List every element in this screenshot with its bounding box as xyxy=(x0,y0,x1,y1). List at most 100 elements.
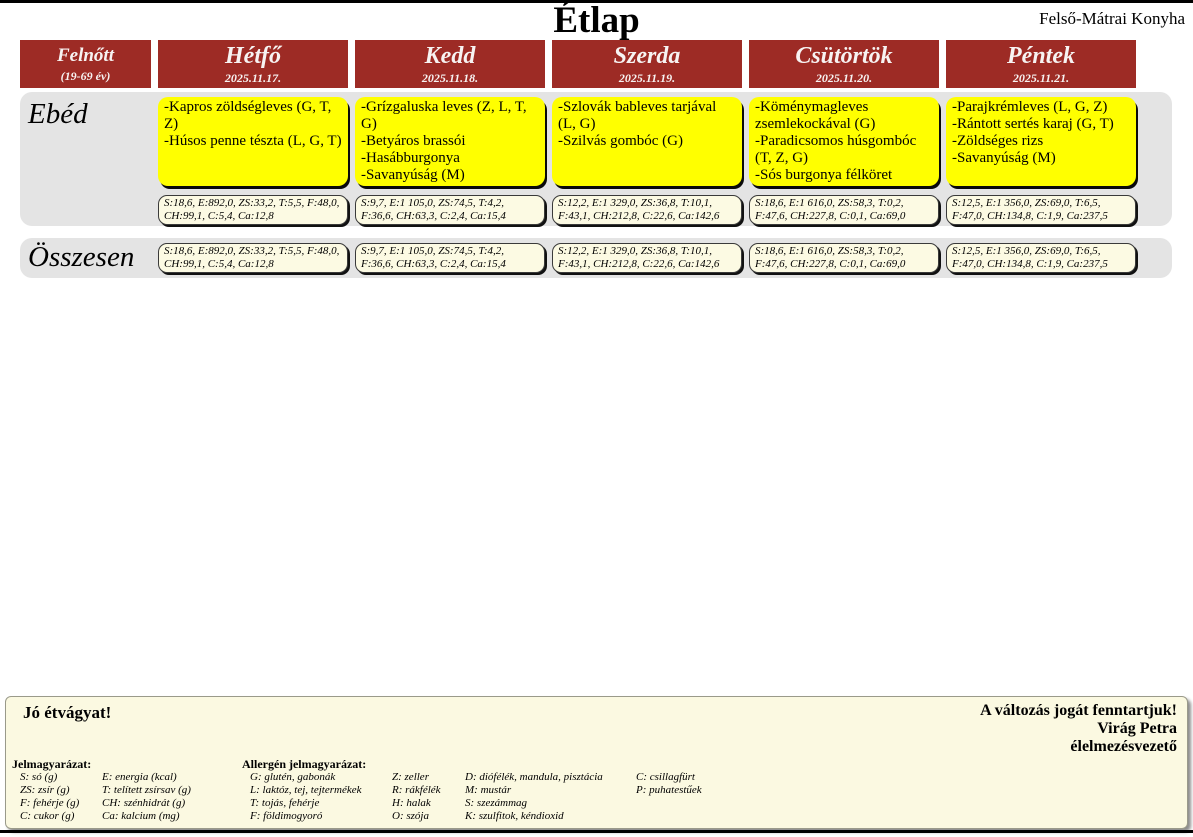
lunch-cell-tuesday: -Grízgaluska leves (Z, L, T, G) -Betyáro… xyxy=(355,92,545,226)
legend-entry: Ca: kalcium (mg) xyxy=(102,810,180,822)
lunch-cell-wednesday: -Szlovák bableves tarjával (L, G) -Szilv… xyxy=(552,92,742,226)
menu-item: -Hasábburgonya xyxy=(361,150,460,166)
allergen-legend-title: Allergén jelmagyarázat: xyxy=(242,757,367,771)
legend-entry: P: puhatestűek xyxy=(636,784,702,796)
legend-entry: O: szója xyxy=(392,810,429,822)
signature-role: élelmezésvezető xyxy=(1070,738,1177,755)
total-nutrition-box-tuesday: S:9,7, E:1 105,0, ZS:74,5, T:4,2, F:36,6… xyxy=(355,243,545,273)
legend-entry: D: diófélék, mandula, pisztácia xyxy=(465,771,603,783)
signature-name: Virág Petra xyxy=(1097,720,1177,737)
day-date: 2025.11.20. xyxy=(815,71,873,85)
day-header-row: Felnőtt (19-69 év) Hétfő 2025.11.17. Ked… xyxy=(20,40,1136,88)
legend-entry: C: csillagfürt xyxy=(636,771,695,783)
age-group-header: Felnőtt (19-69 év) xyxy=(20,40,151,88)
age-group-range: (19-69 év) xyxy=(60,69,111,83)
legend-entry: T: tojás, fehérje xyxy=(250,797,320,809)
day-header-tuesday: Kedd 2025.11.18. xyxy=(355,40,545,88)
rights-text: A változás jogát fenntartjuk! xyxy=(980,702,1177,719)
bottom-border-line xyxy=(0,830,1193,833)
menu-box-friday: -Parajkrémleves (L, G, Z) -Rántott serté… xyxy=(946,97,1136,186)
legend-entry: K: szulfitok, kéndioxid xyxy=(465,810,564,822)
age-group-label: Felnőtt xyxy=(56,45,114,66)
legend-entry: T: telített zsírsav (g) xyxy=(102,784,191,796)
day-date: 2025.11.21. xyxy=(1012,71,1070,85)
day-header-thursday: Csütörtök 2025.11.20. xyxy=(749,40,939,88)
day-date: 2025.11.19. xyxy=(618,71,676,85)
nutrition-box-monday: S:18,6, E:892,0, ZS:33,2, T:5,5, F:48,0,… xyxy=(158,195,348,225)
day-name: Csütörtök xyxy=(795,43,893,69)
menu-item: -Parajkrémleves (L, G, Z) xyxy=(952,99,1108,115)
lunch-cell-friday: -Parajkrémleves (L, G, Z) -Rántott serté… xyxy=(946,92,1136,226)
legend-entry: M: mustár xyxy=(465,784,512,796)
nutrition-box-tuesday: S:9,7, E:1 105,0, ZS:74,5, T:4,2, F:36,6… xyxy=(355,195,545,225)
menu-item: -Grízgaluska leves (Z, L, T, G) xyxy=(361,99,527,132)
legend-entry: G: glutén, gabonák xyxy=(250,771,336,783)
menu-item: -Rántott sertés karaj (G, T) xyxy=(952,116,1114,132)
total-nutrition-box-wednesday: S:12,2, E:1 329,0, ZS:36,8, T:10,1, F:43… xyxy=(552,243,742,273)
legend-entry: ZS: zsír (g) xyxy=(20,784,70,796)
allergen-column: C: csillagfürt P: puhatestűek xyxy=(628,771,756,823)
allergen-column: Z: zeller R: rákfélék H: halak O: szója xyxy=(384,771,457,823)
day-header-friday: Péntek 2025.11.21. xyxy=(946,40,1136,88)
menu-item: -Köménymagleves zsemlekockával (G) xyxy=(755,99,876,132)
day-date: 2025.11.18. xyxy=(421,71,479,85)
legend-entry: H: halak xyxy=(392,797,431,809)
legend-entry: F: földimogyoró xyxy=(250,810,323,822)
rights-block: A változás jogát fenntartjuk! Virág Petr… xyxy=(980,702,1177,756)
day-header-monday: Hétfő 2025.11.17. xyxy=(158,40,348,88)
legend-area: Jelmagyarázat: S: só (g) ZS: zsír (g) F:… xyxy=(12,757,756,823)
legend-entry: L: laktóz, tej, tejtermékek xyxy=(250,784,362,796)
menu-item: -Savanyúság (M) xyxy=(952,150,1056,166)
allergen-column: G: glutén, gabonák L: laktóz, tej, tejte… xyxy=(242,771,384,823)
menu-item: -Savanyúság (M) xyxy=(361,167,465,183)
page-title: Étlap xyxy=(553,0,640,41)
menu-item: -Húsos penne tészta (L, G, T) xyxy=(164,133,342,149)
day-name: Szerda xyxy=(613,43,681,69)
legend-column: E: energia (kcal) T: telített zsírsav (g… xyxy=(94,771,230,823)
menu-box-thursday: -Köménymagleves zsemlekockával (G) -Para… xyxy=(749,97,939,186)
menu-item: -Sós burgonya félköret xyxy=(755,167,893,183)
total-nutrition-box-thursday: S:18,6, E:1 616,0, ZS:58,3, T:0,2, F:47,… xyxy=(749,243,939,273)
legend-title: Jelmagyarázat: xyxy=(12,757,92,771)
menu-box-tuesday: -Grízgaluska leves (Z, L, T, G) -Betyáro… xyxy=(355,97,545,186)
legend-entry: CH: szénhidrát (g) xyxy=(102,797,186,809)
nutrition-box-friday: S:12,5, E:1 356,0, ZS:69,0, T:6,5, F:47,… xyxy=(946,195,1136,225)
top-border-line xyxy=(0,0,1193,3)
menu-box-monday: -Kapros zöldségleves (G, T, Z) -Húsos pe… xyxy=(158,97,348,186)
legend-entry: S: szezámmag xyxy=(465,797,528,809)
allergen-column: D: diófélék, mandula, pisztácia M: mustá… xyxy=(457,771,628,823)
nutrition-box-wednesday: S:12,2, E:1 329,0, ZS:36,8, T:10,1, F:43… xyxy=(552,195,742,225)
menu-item: -Betyáros brassói xyxy=(361,133,466,149)
legend-entry: E: energia (kcal) xyxy=(102,771,177,783)
menu-box-wednesday: -Szlovák bableves tarjával (L, G) -Szilv… xyxy=(552,97,742,186)
lunch-row: Ebéd -Kapros zöldségleves (G, T, Z) -Hús… xyxy=(20,92,1172,226)
legend-entry: Z: zeller xyxy=(392,771,429,783)
footer-panel: Jó étvágyat! A változás jogát fenntartju… xyxy=(5,696,1188,829)
legend-entry: F: fehérje (g) xyxy=(20,797,80,809)
nutrition-box-thursday: S:18,6, E:1 616,0, ZS:58,3, T:0,2, F:47,… xyxy=(749,195,939,225)
menu-item: -Szilvás gombóc (G) xyxy=(558,133,683,149)
legend-entry: C: cukor (g) xyxy=(20,810,75,822)
day-header-wednesday: Szerda 2025.11.19. xyxy=(552,40,742,88)
lunch-row-label: Ebéd xyxy=(28,98,88,130)
day-name: Kedd xyxy=(424,43,476,69)
menu-item: -Kapros zöldségleves (G, T, Z) xyxy=(164,99,332,132)
day-date: 2025.11.17. xyxy=(224,71,282,85)
menu-item: -Paradicsomos húsgombóc (T, Z, G) xyxy=(755,133,917,166)
total-nutrition-box-friday: S:12,5, E:1 356,0, ZS:69,0, T:6,5, F:47,… xyxy=(946,243,1136,273)
day-name: Péntek xyxy=(1007,43,1075,69)
legend-column: S: só (g) ZS: zsír (g) F: fehérje (g) C:… xyxy=(12,771,94,823)
allergen-legend: Allergén jelmagyarázat: G: glutén, gabon… xyxy=(242,757,756,823)
total-row-label: Összesen xyxy=(28,241,135,273)
total-nutrition-box-monday: S:18,6, E:892,0, ZS:33,2, T:5,5, F:48,0,… xyxy=(158,243,348,273)
nutrition-legend: Jelmagyarázat: S: só (g) ZS: zsír (g) F:… xyxy=(12,757,230,823)
menu-item: -Zöldséges rizs xyxy=(952,133,1044,149)
legend-entry: S: só (g) xyxy=(20,771,58,783)
total-row: Összesen S:18,6, E:892,0, ZS:33,2, T:5,5… xyxy=(20,238,1172,278)
lunch-cell-thursday: -Köménymagleves zsemlekockával (G) -Para… xyxy=(749,92,939,226)
day-name: Hétfő xyxy=(225,43,281,69)
greeting-text: Jó étvágyat! xyxy=(23,703,112,722)
legend-entry: R: rákfélék xyxy=(392,784,441,796)
lunch-cell-monday: -Kapros zöldségleves (G, T, Z) -Húsos pe… xyxy=(158,92,348,226)
